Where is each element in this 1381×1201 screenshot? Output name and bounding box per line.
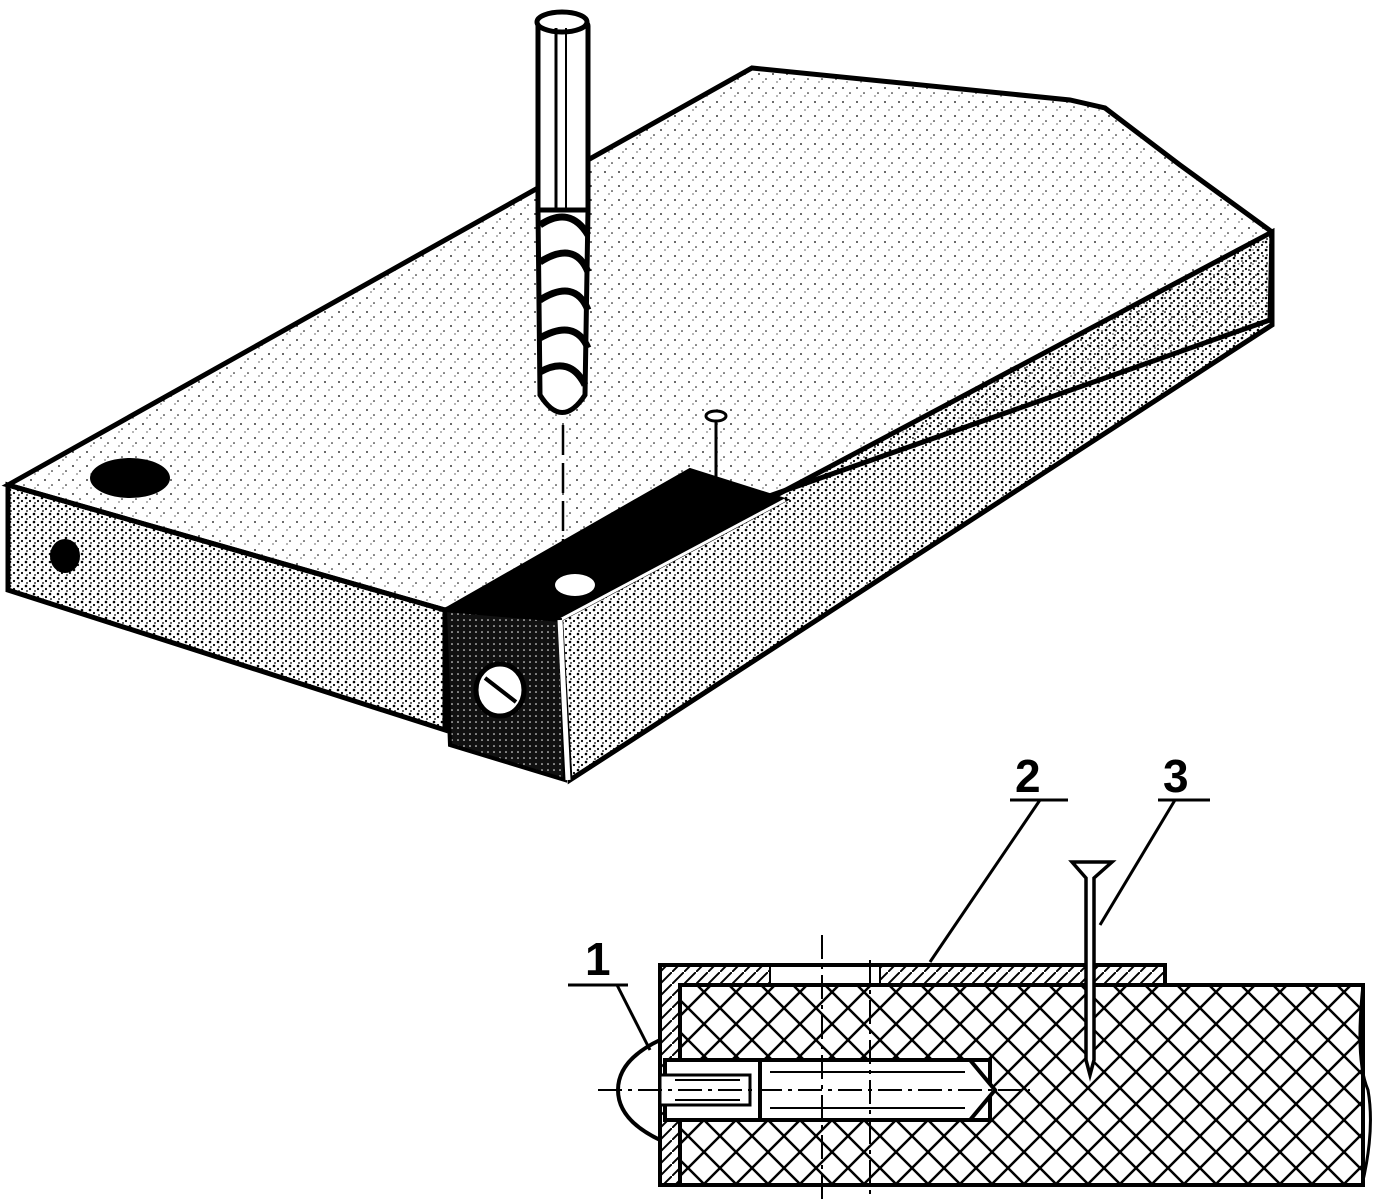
callout-1: 1 — [585, 933, 611, 985]
bracket-hole — [555, 574, 595, 596]
section-nail — [1068, 860, 1117, 1082]
nail-top — [704, 409, 728, 500]
drill-bit — [534, 9, 592, 575]
cross-section: 1 2 3 — [568, 750, 1372, 1200]
section-bracket — [658, 963, 1167, 1187]
board-isometric — [1, 65, 1275, 785]
board-front-edge — [5, 481, 448, 734]
metal-bracket — [438, 467, 791, 783]
callout-2: 2 — [1015, 750, 1041, 802]
section-board — [678, 983, 1365, 1187]
callout-3: 3 — [1163, 750, 1189, 802]
edge-hole — [50, 539, 80, 573]
top-hole — [90, 458, 170, 498]
